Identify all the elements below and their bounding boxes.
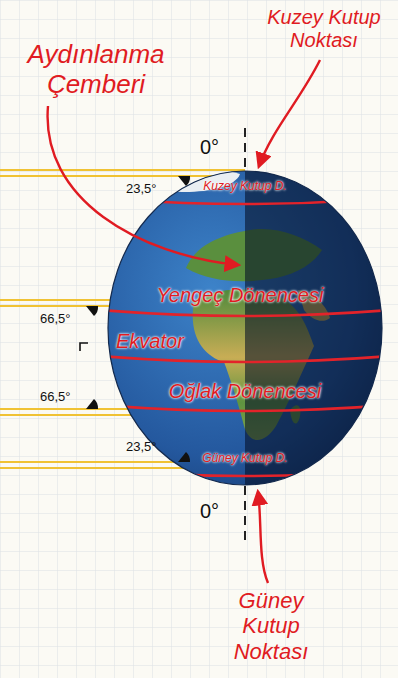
angle-label: 0° xyxy=(200,136,240,159)
angle-markers xyxy=(86,176,190,462)
angle-label: 0° xyxy=(200,500,240,523)
latitude-label: Ekvator xyxy=(116,330,206,353)
right-angle-mark xyxy=(80,343,88,351)
latitude-label: Güney Kutup D. xyxy=(185,452,305,466)
leader-arrows xyxy=(48,60,320,583)
callout-label: Güney Kutup Noktası xyxy=(212,588,330,664)
globe xyxy=(100,160,398,500)
angle-label: 23,5° xyxy=(126,182,174,197)
latitude-label: Oğlak Dönencesi xyxy=(145,380,345,403)
latitude-label: Yengeç Dönencesi xyxy=(140,284,340,307)
angle-label: 23,5° xyxy=(126,440,174,455)
callout-label: Kuzey Kutup Noktası xyxy=(255,6,393,52)
callout-label: Aydınlanma Çemberi xyxy=(6,40,186,100)
latitude-label: Kuzey Kutup D. xyxy=(185,180,305,194)
angle-label: 66,5° xyxy=(40,312,88,327)
angle-label: 66,5° xyxy=(40,390,88,405)
